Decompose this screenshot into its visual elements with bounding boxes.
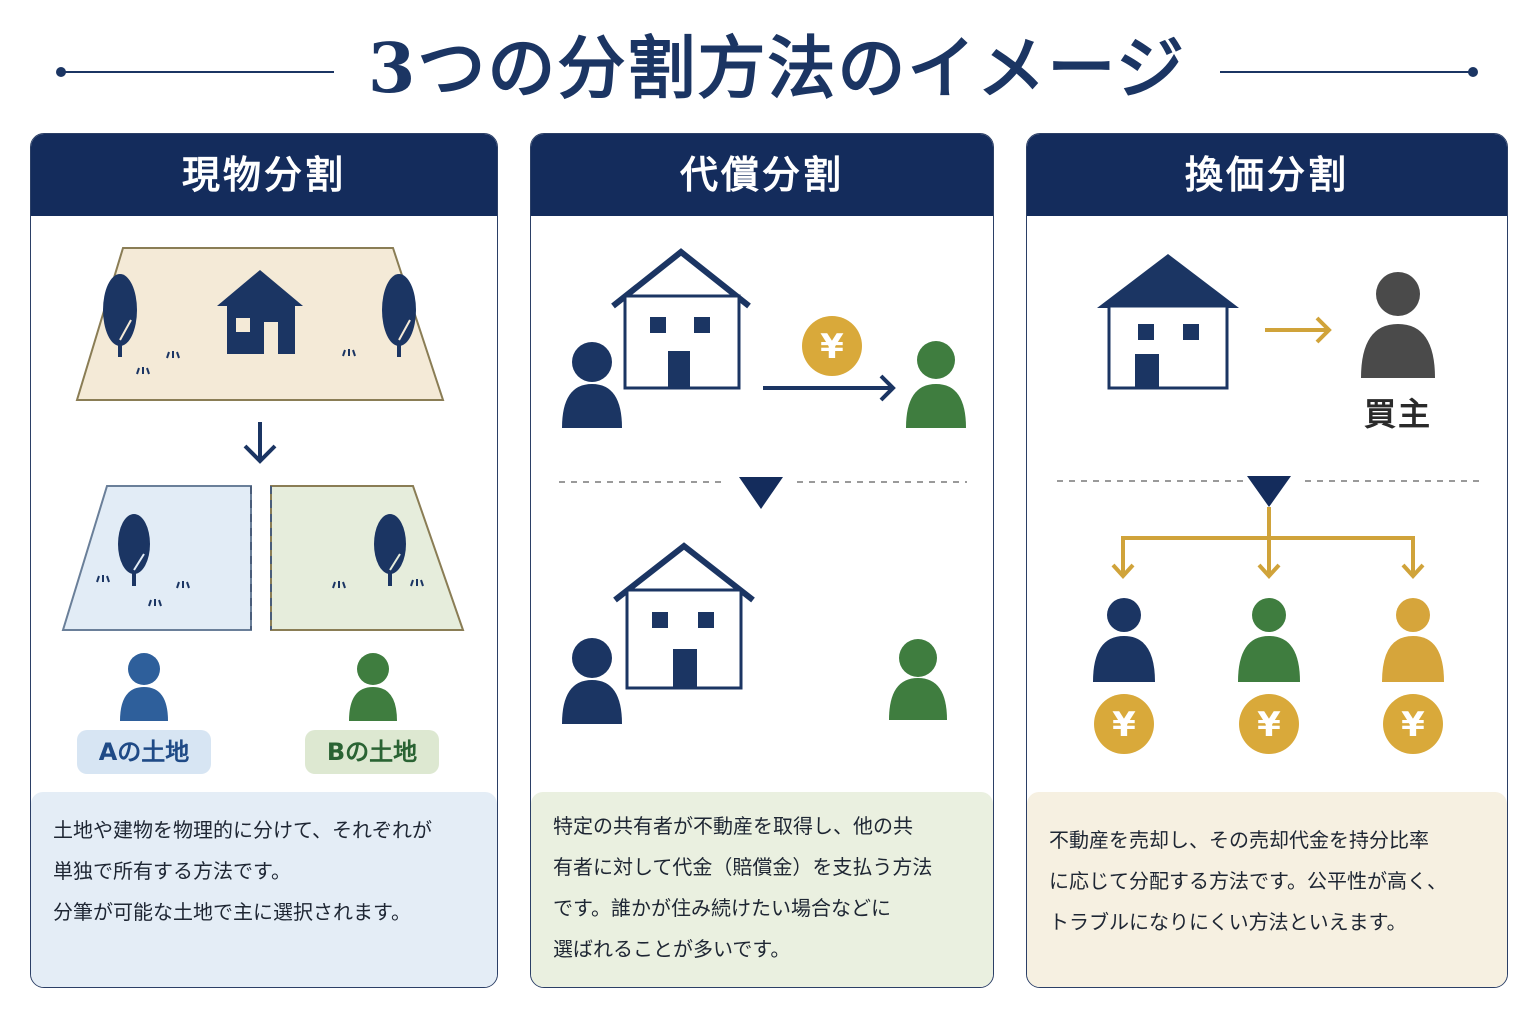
label-land-a: Aの土地 [77,730,211,774]
description-line: トラブルになりにくい方法といえます。 [1049,910,1407,934]
yen-coin-icon [1094,694,1154,754]
description-line: 単独で所有する方法です。 [53,859,291,883]
card-kanka-bunkatsu: 換価分割 [1026,133,1508,988]
yen-coin-icon [1383,694,1443,754]
person-owner-2-icon [1238,598,1300,682]
triangle-down-icon [739,477,783,509]
card-heading: 換価分割 [1027,134,1507,216]
card-heading: 代償分割 [531,134,993,216]
title-line-right [1220,71,1472,73]
description-line: 土地や建物を物理的に分けて、それぞれが [53,818,432,842]
tree-icon [103,274,137,357]
page-title: 3つの分割方法のイメージ [368,29,1186,109]
arrow-right-icon [1265,316,1332,344]
card-heading: 現物分割 [31,134,497,216]
title-dot-left [56,67,66,77]
arrow-down-icon [243,422,277,464]
description-line: 選ばれることが多いです。 [553,937,791,961]
person-a-icon [120,653,168,721]
distribution-arrows-icon [1111,507,1425,579]
title-dot-right [1468,67,1478,77]
label-land-b: Bの土地 [305,730,439,774]
person-b-icon [349,653,397,721]
yen-symbol: ¥ [1401,705,1425,745]
land-b [270,485,465,631]
person-owner-1-icon [1093,598,1155,682]
card-daishou-bunkatsu: 代償分割 ¥ [530,133,994,988]
description-line: 特定の共有者が不動産を取得し、他の共 [553,814,913,838]
house-roof [1097,254,1239,308]
yen-symbol: ¥ [1257,705,1281,745]
card-genbutsu-bunkatsu: 現物分割 [30,133,498,988]
person-acquirer-icon [562,342,622,428]
house-icon [1107,304,1229,390]
yen-coin-icon [802,316,862,376]
buyer-label: 買主 [1363,395,1432,433]
genbutsu-illustration [61,247,465,721]
tree-icon [382,274,416,357]
grass-icon [96,575,424,607]
person-owner-icon [562,638,622,724]
house-icon [217,270,303,354]
yen-symbol: ¥ [820,327,844,367]
house-icon [613,542,755,690]
description-box: 不動産を売却し、その売却代金を持分比率 に応じて分配する方法です。公平性が高く、… [1027,792,1507,987]
description-line: です。誰かが住み続けたい場合などに [553,896,891,920]
yen-symbol: ¥ [1112,705,1136,745]
daishou-illustration: ¥ [559,248,967,724]
triangle-down-icon [1247,476,1291,507]
person-owner-3-icon [1382,598,1444,682]
description-line: に応じて分配する方法です。公平性が高く、 [1049,869,1447,893]
description-line: 有者に対して代金（賠償金）を支払う方法 [553,855,933,879]
arrow-right-icon [763,374,896,402]
kanka-illustration: ¥ ¥ ¥ [1057,254,1479,754]
description-line: 不動産を売却し、その売却代金を持分比率 [1049,828,1429,852]
description-box: 土地や建物を物理的に分けて、それぞれが 単独で所有する方法です。 分筆が可能な土… [31,792,497,987]
person-receiver-icon [906,341,966,428]
title-line-left [62,71,334,73]
title-row: 3つの分割方法のイメージ [0,22,1536,122]
yen-coin-icon [1239,694,1299,754]
grass-icon [136,349,356,375]
buyer-icon [1361,272,1435,378]
description-line: 分筆が可能な土地で主に選択されます。 [53,900,411,924]
land-a [61,485,252,631]
description-box: 特定の共有者が不動産を取得し、他の共 有者に対して代金（賠償金）を支払う方法 で… [531,792,993,987]
person-other-icon [889,639,947,720]
